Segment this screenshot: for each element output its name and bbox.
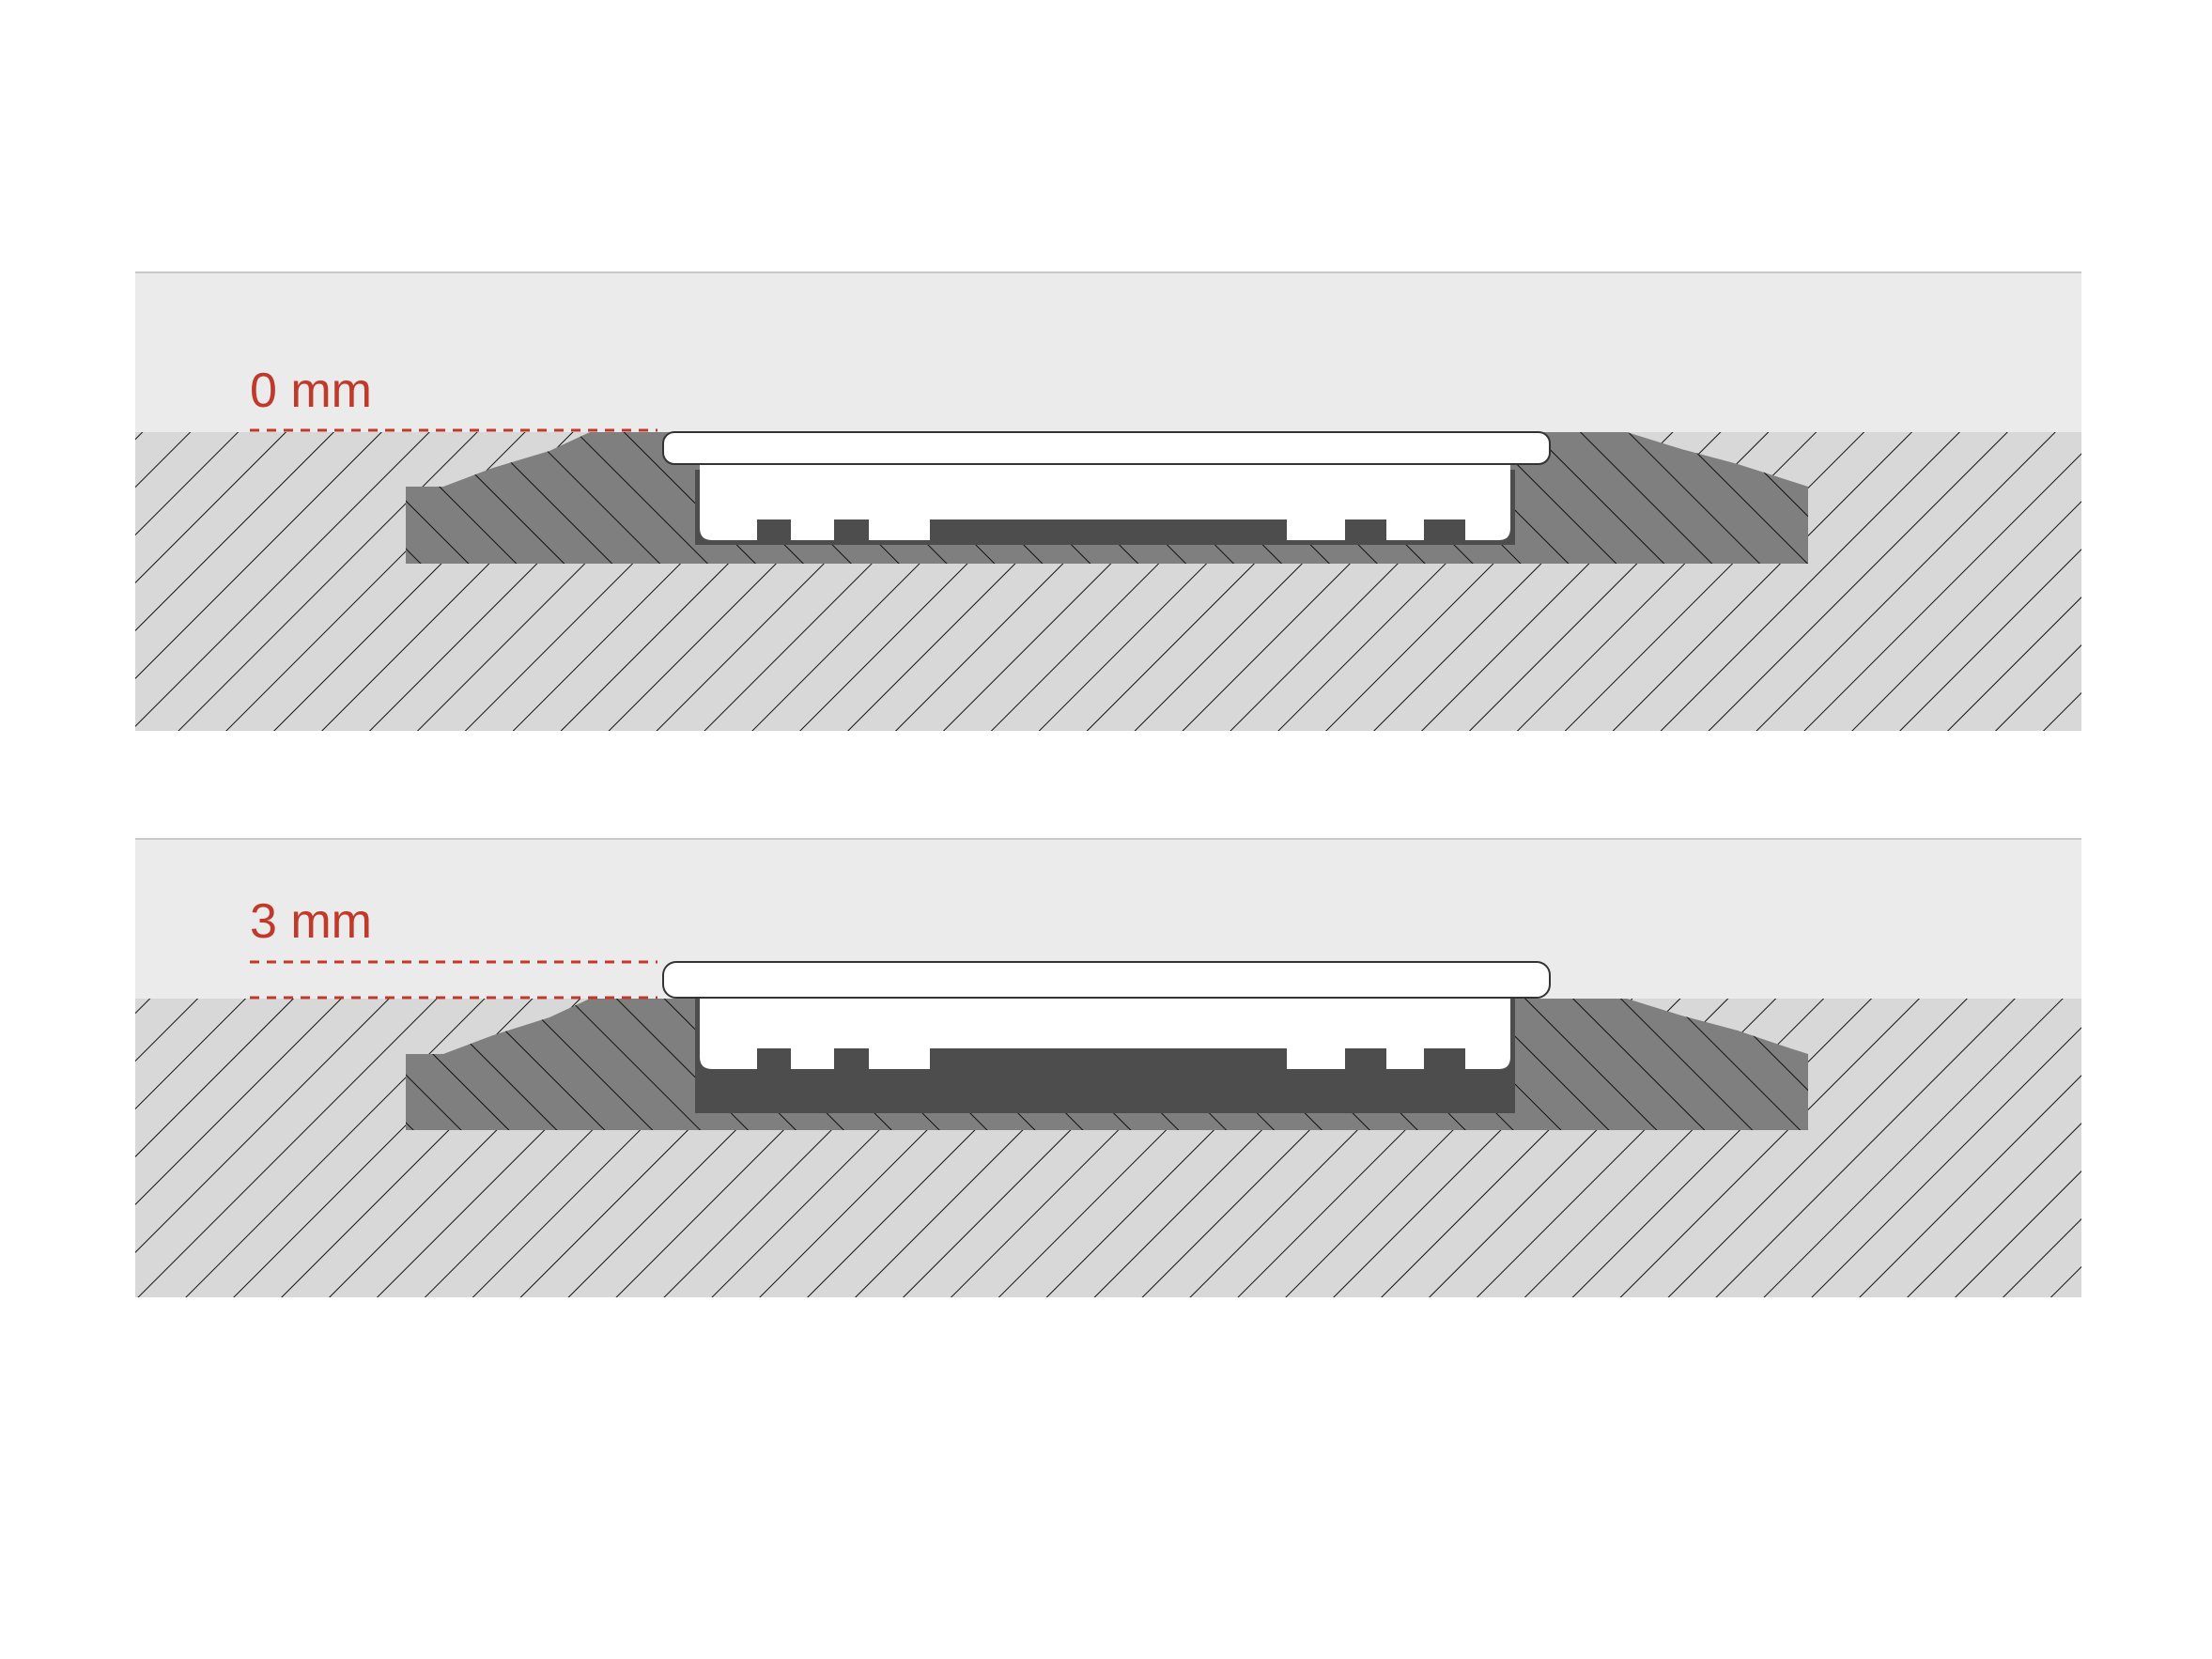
air-layer (135, 272, 2081, 432)
panel-flush: 0 mm (135, 271, 2081, 731)
cover-strip (662, 431, 1551, 465)
cover-strip (662, 961, 1551, 999)
dimension-label-flush: 0 mm (250, 364, 372, 418)
dimension-label-raised: 3 mm (250, 894, 372, 949)
channel-inner (700, 451, 1510, 540)
channel-inner (700, 999, 1510, 1069)
panel-raised: 3 mm (135, 838, 2081, 1297)
